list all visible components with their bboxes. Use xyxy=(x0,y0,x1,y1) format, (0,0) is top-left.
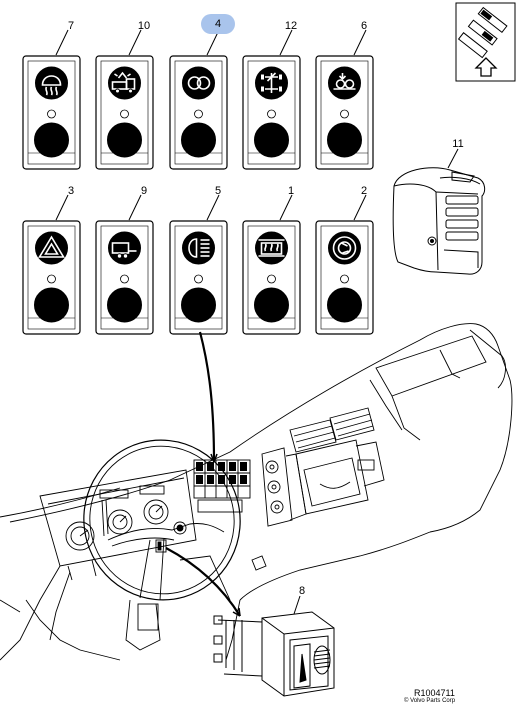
copyright-notice: © Volvo Parts Corp xyxy=(404,698,456,704)
callout-8: 8 xyxy=(298,585,306,597)
trailer-lamps-icon xyxy=(111,71,136,94)
switch-main-beam xyxy=(169,220,228,335)
view-direction-inset xyxy=(455,2,516,82)
callout-3: 3 xyxy=(67,185,75,197)
callout-12: 12 xyxy=(284,20,298,32)
switch-tag-axle xyxy=(315,55,374,170)
callout-2: 2 xyxy=(360,185,368,197)
switch-engine-heater xyxy=(242,220,301,335)
switch-exhaust-brake xyxy=(315,220,374,335)
callout-6: 6 xyxy=(360,20,368,32)
rocker-switch-side-view xyxy=(392,148,486,275)
switch-trailer xyxy=(95,220,154,335)
callout-1: 1 xyxy=(287,185,295,197)
engine-heater-icon xyxy=(258,239,285,257)
callout-7: 7 xyxy=(67,20,75,32)
switch-rear-defrost xyxy=(22,55,81,170)
switch-hazard-warning xyxy=(22,220,81,335)
spotlight-icon xyxy=(187,76,211,90)
rear-defrost-icon xyxy=(41,75,62,96)
differential-lock-icon xyxy=(260,72,283,93)
switch-differential-lock xyxy=(242,55,301,170)
switch-spotlight xyxy=(169,55,228,170)
switch-trailer-lamps xyxy=(95,55,154,170)
tag-axle-icon xyxy=(333,73,356,90)
main-beam-icon xyxy=(188,238,210,258)
trailer-icon xyxy=(111,242,137,259)
instrument-dimmer-switch xyxy=(213,595,335,697)
exhaust-brake-icon xyxy=(332,236,357,260)
callout-11: 11 xyxy=(452,138,464,150)
callout-5: 5 xyxy=(214,185,222,197)
callout-10: 10 xyxy=(137,20,151,32)
callout-4: 4 xyxy=(201,14,235,34)
hazard-warning-icon xyxy=(38,235,65,258)
callout-9: 9 xyxy=(140,185,148,197)
dashboard-illustration xyxy=(0,323,513,661)
drawing-reference-number: R1004711 xyxy=(414,688,455,698)
